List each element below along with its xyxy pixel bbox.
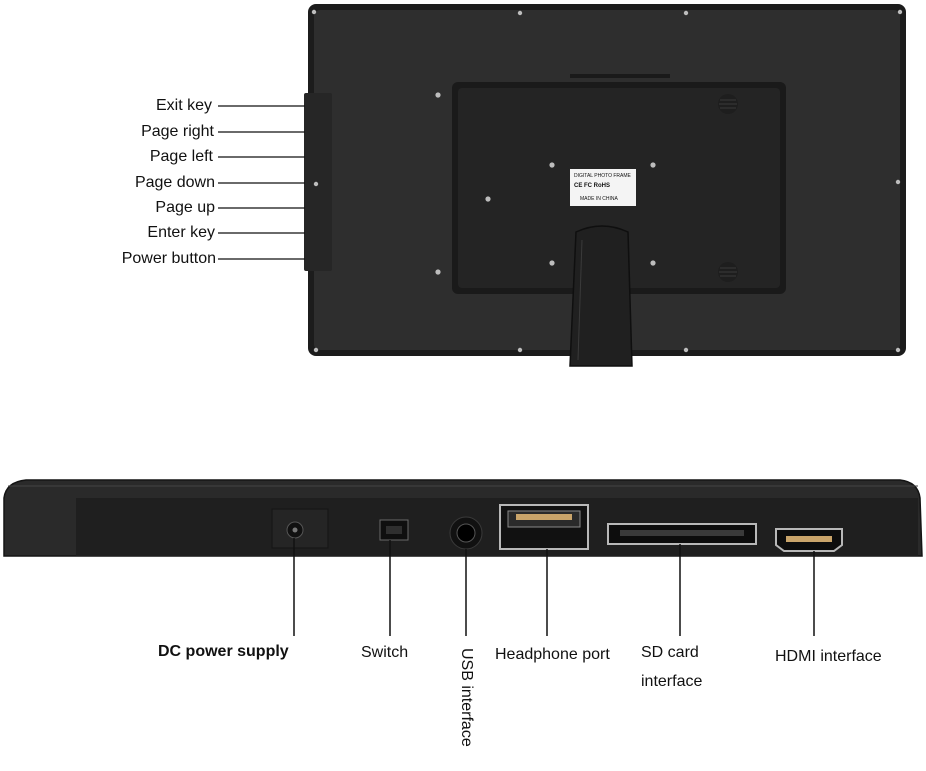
- kickstand: [569, 225, 633, 367]
- port-leader-lines: [293, 538, 815, 636]
- label-sd-card-line1: SD card: [641, 644, 699, 661]
- label-hdmi-interface: HDMI interface: [775, 648, 882, 665]
- top-vent: [570, 74, 670, 78]
- label-page-down: Page down: [134, 174, 215, 191]
- sticker-line-3: MADE IN CHINA: [580, 196, 618, 202]
- kickstand-edge: [577, 239, 583, 361]
- speaker-grille-bottom: [718, 262, 738, 282]
- sticker-line-1: DIGITAL PHOTO FRAME: [574, 173, 631, 179]
- screws: [311, 9, 903, 353]
- frame-side-view: [3, 479, 923, 557]
- speaker-grille-top: [718, 94, 738, 114]
- label-sd-card-line2: interface: [641, 673, 703, 690]
- label-switch: Switch: [361, 644, 409, 661]
- label-page-up: Page up: [155, 199, 215, 216]
- label-enter-key: Enter key: [147, 224, 215, 241]
- label-exit-key: Exit key: [155, 97, 212, 114]
- sticker-line-2: CE FC RoHS: [574, 183, 610, 189]
- label-page-left: Page left: [149, 148, 213, 165]
- frame-back-view: [304, 4, 906, 367]
- label-headphone-port: Headphone port: [495, 646, 610, 663]
- side-button-strip: [304, 93, 332, 271]
- product-label-sticker: [570, 169, 636, 206]
- label-power-button: Power button: [121, 250, 216, 267]
- label-usb-interface: USB interface: [458, 648, 475, 747]
- label-page-right: Page right: [141, 123, 214, 140]
- label-dc-power-supply: DC power supply: [158, 643, 289, 660]
- back-leader-lines: [218, 105, 305, 260]
